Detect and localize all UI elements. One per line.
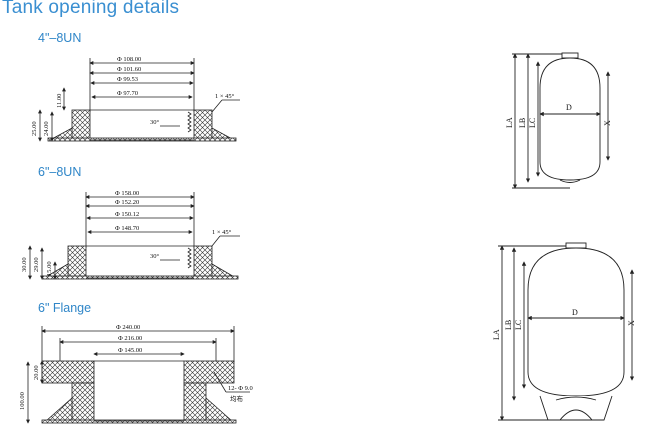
label-lb: LB (518, 118, 527, 128)
detail-4in-8un-labels: Φ 108.00 Φ 101.60 Φ 99.53 Φ 97.70 1 × 45… (31, 56, 235, 136)
height-29: 29.00 (33, 257, 40, 272)
height-25: 25.00 (31, 121, 38, 136)
section-label-6in-flange: 6" Flange (38, 301, 92, 315)
height-15: 15.00 (46, 261, 53, 276)
detail-6in-flange-labels: Φ 240.00 Φ 216.00 Φ 145.00 12- Φ 9.0 均布 … (19, 324, 253, 410)
dim-phi-158: Φ 158.00 (115, 190, 139, 197)
section-label-6in-8un: 6"–8UN (38, 165, 82, 179)
height-20: 20.00 (33, 365, 40, 380)
bolt-note: 12- Φ 9.0 (228, 385, 253, 392)
tank-upper (512, 52, 611, 189)
detail-6in-8un (28, 192, 240, 280)
angle-note: 30° (150, 253, 160, 260)
chamfer-note: 1 × 45° (215, 93, 235, 100)
dim-phi-97-7: Φ 97.70 (117, 90, 138, 97)
detail-6in-8un-labels: Φ 158.00 Φ 152.20 Φ 150.12 Φ 148.70 1 × … (21, 190, 232, 276)
height-11: 11.00 (56, 94, 63, 108)
height-30: 30.00 (21, 257, 28, 272)
dim-phi-108: Φ 108.00 (117, 56, 141, 63)
page-title: Tank opening details (2, 0, 180, 18)
dim-phi-150-12: Φ 150.12 (115, 211, 139, 218)
label-la: LA (492, 329, 501, 340)
label-d: D (566, 103, 572, 112)
label-x: X (627, 320, 636, 326)
label-d: D (572, 308, 578, 317)
dim-phi-216: Φ 216.00 (118, 335, 142, 342)
label-x: X (603, 120, 612, 126)
dim-phi-145: Φ 145.00 (118, 347, 142, 354)
label-la: LA (505, 117, 514, 128)
label-lc: LC (514, 320, 523, 330)
detail-6in-flange (26, 326, 250, 424)
tank-lower-labels: D X LA LB LC (492, 308, 636, 340)
section-label-4in-8un: 4"–8UN (38, 31, 82, 45)
dim-phi-99-53: Φ 99.53 (117, 76, 138, 83)
bolt-note-2: 均布 (230, 394, 244, 403)
dim-phi-240: Φ 240.00 (116, 324, 140, 331)
chamfer-note: 1 × 45° (212, 229, 232, 236)
height-100: 100.00 (19, 392, 26, 410)
tank-lower (498, 242, 635, 421)
height-24: 24.00 (43, 121, 50, 136)
dim-phi-152-2: Φ 152.20 (115, 199, 139, 206)
angle-note: 30° (150, 119, 160, 126)
dim-phi-101-6: Φ 101.60 (117, 66, 141, 73)
label-lc: LC (528, 118, 537, 128)
detail-4in-8un (38, 58, 240, 142)
label-lb: LB (504, 320, 513, 330)
tank-upper-labels: D X LA LB LC (505, 103, 612, 128)
dim-phi-148-7: Φ 148.70 (115, 225, 139, 232)
